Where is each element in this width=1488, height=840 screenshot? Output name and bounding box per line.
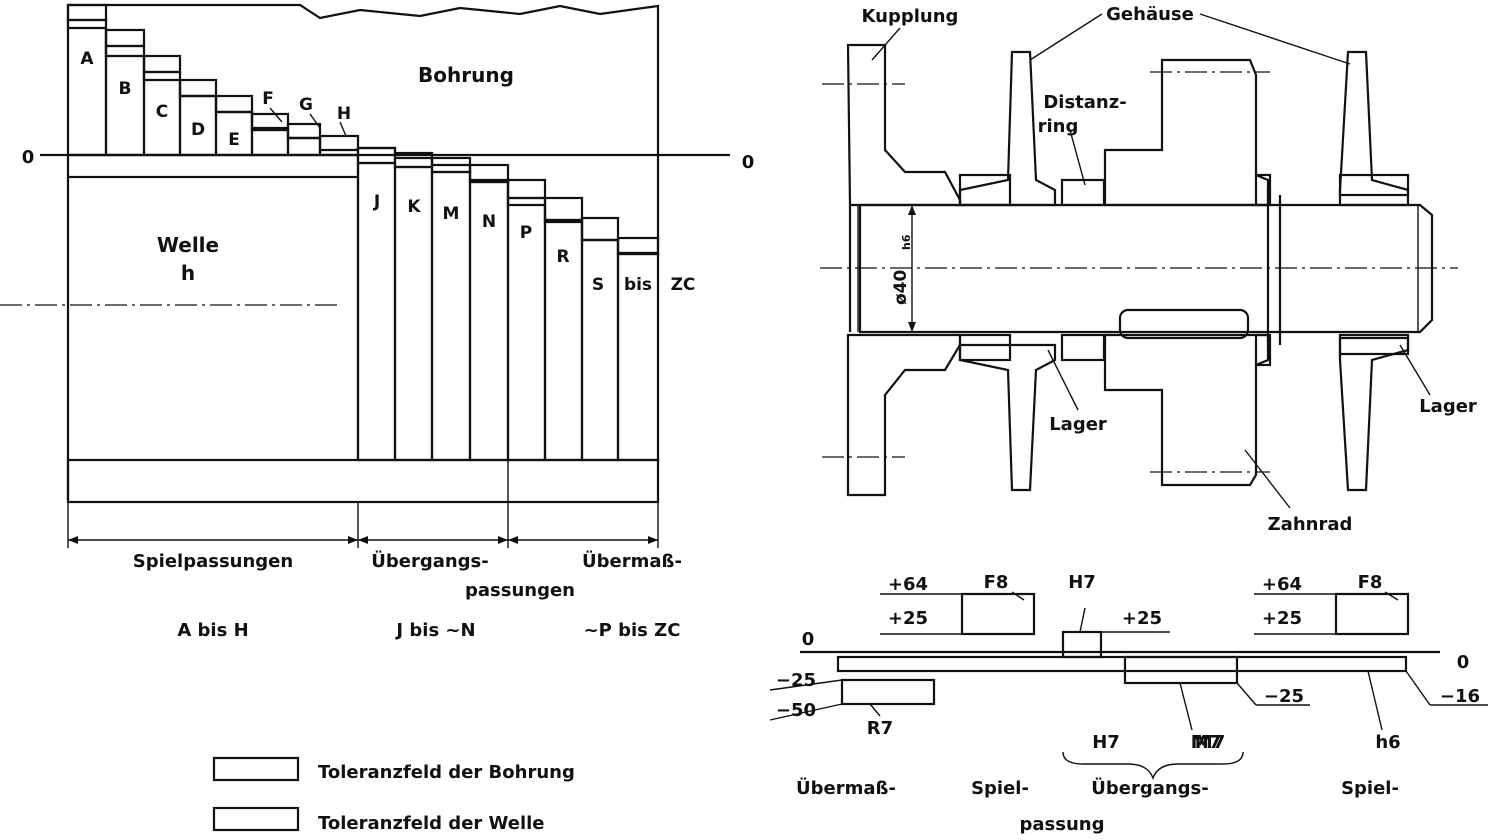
range-transition: J bis ~N: [394, 620, 475, 641]
spacer-label: Distanz-: [1043, 92, 1126, 113]
bore-M7-band: [1123, 655, 1239, 685]
spacer-ring: [1060, 178, 1106, 207]
fit-type-transition: Übergangs-: [1091, 777, 1209, 799]
bore-F8-band-left: [960, 592, 1036, 636]
hole-letter: M: [443, 204, 460, 224]
hole-letter: H: [337, 104, 351, 124]
hole-letter: J: [373, 192, 380, 212]
hole-letter: N: [482, 212, 496, 232]
value-plus64-b: +64: [1262, 574, 1302, 595]
field-G: [286, 136, 322, 157]
hole-letter: A: [80, 49, 94, 69]
assembly-drawing: ø40 h6 Kupplung Gehäuse Distanz- ring La…: [820, 4, 1477, 535]
brace-label-M7: M7: [1195, 732, 1225, 753]
value-plus25-mid: +25: [1122, 608, 1162, 629]
value-minus50: −50: [776, 700, 816, 721]
group-transition-fits-2: passungen: [465, 580, 575, 601]
value-plus25-b: +25: [1262, 608, 1302, 629]
range-clearance: A bis H: [177, 620, 248, 641]
value-minus25: −25: [776, 670, 816, 691]
shaft-h6-band: [836, 655, 1408, 673]
zero-label-right: 0: [742, 152, 755, 173]
label-F8-b: F8: [1358, 572, 1383, 593]
hole-letter: D: [191, 120, 205, 140]
legend-bore-swatch: [212, 756, 300, 782]
shaft-letter-label: h: [181, 261, 195, 285]
feather-key: [1118, 308, 1250, 340]
hole-letter: P: [520, 223, 532, 243]
hole-letter: F: [262, 89, 274, 109]
legend-shaft-label: Toleranzfeld der Welle: [318, 813, 545, 834]
label-F8: F8: [984, 572, 1009, 593]
spacer-label-2: ring: [1038, 116, 1079, 137]
hole-letter: K: [407, 197, 421, 217]
bearing-label-left: Lager: [1049, 414, 1107, 435]
legend: Toleranzfeld der Bohrung Toleranzfeld de…: [212, 756, 575, 834]
shaft-diameter: ø40: [891, 269, 911, 305]
field-B: [104, 44, 146, 157]
fit-zero-right: 0: [1457, 652, 1470, 673]
value-plus25: +25: [888, 608, 928, 629]
label-H7: H7: [1068, 572, 1096, 593]
fit-zero-left: 0: [802, 629, 815, 650]
bearing-label-right: Lager: [1419, 396, 1477, 417]
legend-shaft-swatch: [212, 806, 300, 832]
shaft-diameter-tolerance: h6: [900, 234, 913, 250]
value-minus25-mid: −25: [1264, 686, 1304, 707]
coupling: [846, 43, 962, 207]
housing-label: Gehäuse: [1106, 4, 1194, 25]
bore-label: Bohrung: [418, 63, 514, 87]
fit-type-clearance: Spiel-: [971, 778, 1029, 799]
hole-letter: E: [228, 130, 240, 150]
range-interference: ~P bis ZC: [584, 620, 681, 641]
group-clearance-fits: Spielpassungen: [133, 551, 293, 572]
value-minus16: −16: [1440, 686, 1480, 707]
housing-right: [1338, 50, 1410, 207]
value-plus64: +64: [888, 574, 928, 595]
bore-H7-band: [1061, 630, 1103, 659]
hole-letter: S: [592, 275, 604, 295]
hole-letter: C: [156, 102, 168, 122]
fundamental-deviation-diagram: 0 0 Bohrung Welle h A B C D E F G H J K …: [0, 3, 755, 641]
bis-label: bis: [624, 275, 652, 295]
coupling-label: Kupplung: [862, 6, 959, 27]
shaft-label: Welle: [157, 233, 219, 257]
fit-type-suffix: passung: [1020, 814, 1105, 835]
fit-type-clearance-2: Spiel-: [1341, 778, 1399, 799]
zero-label-left: 0: [22, 147, 35, 168]
gear-label: Zahnrad: [1268, 514, 1353, 535]
fit-type-interference: Übermaß-: [796, 777, 896, 799]
field-F: [250, 128, 290, 157]
bore-F8-band-right: [1334, 592, 1410, 636]
zc-label: ZC: [671, 275, 696, 295]
housing-left: [958, 50, 1057, 207]
group-interference-fits: Übermaß-: [582, 550, 682, 572]
bore-body: [66, 3, 660, 255]
field-A: [66, 18, 108, 157]
bottom-section: [66, 458, 660, 504]
shaft: [858, 203, 1434, 334]
bore-R7-band: [840, 678, 936, 706]
hole-letter: B: [119, 79, 132, 99]
group-transition-fits: Übergangs-: [371, 550, 489, 572]
gear: [1103, 58, 1270, 207]
label-M7: M7: [1191, 732, 1221, 753]
brace-label-H7: H7: [1092, 732, 1120, 753]
hole-letter: G: [299, 95, 313, 115]
legend-bore-label: Toleranzfeld der Bohrung: [318, 762, 575, 783]
fit-diagram: 0 0 +64 +25 F8 H7 +25 +64 +25 F8 −25 −50…: [769, 572, 1488, 835]
label-h6: h6: [1375, 732, 1400, 753]
hole-letter: R: [556, 247, 569, 267]
shaft-tolerance-band: [66, 153, 360, 179]
label-R7: R7: [867, 718, 893, 739]
